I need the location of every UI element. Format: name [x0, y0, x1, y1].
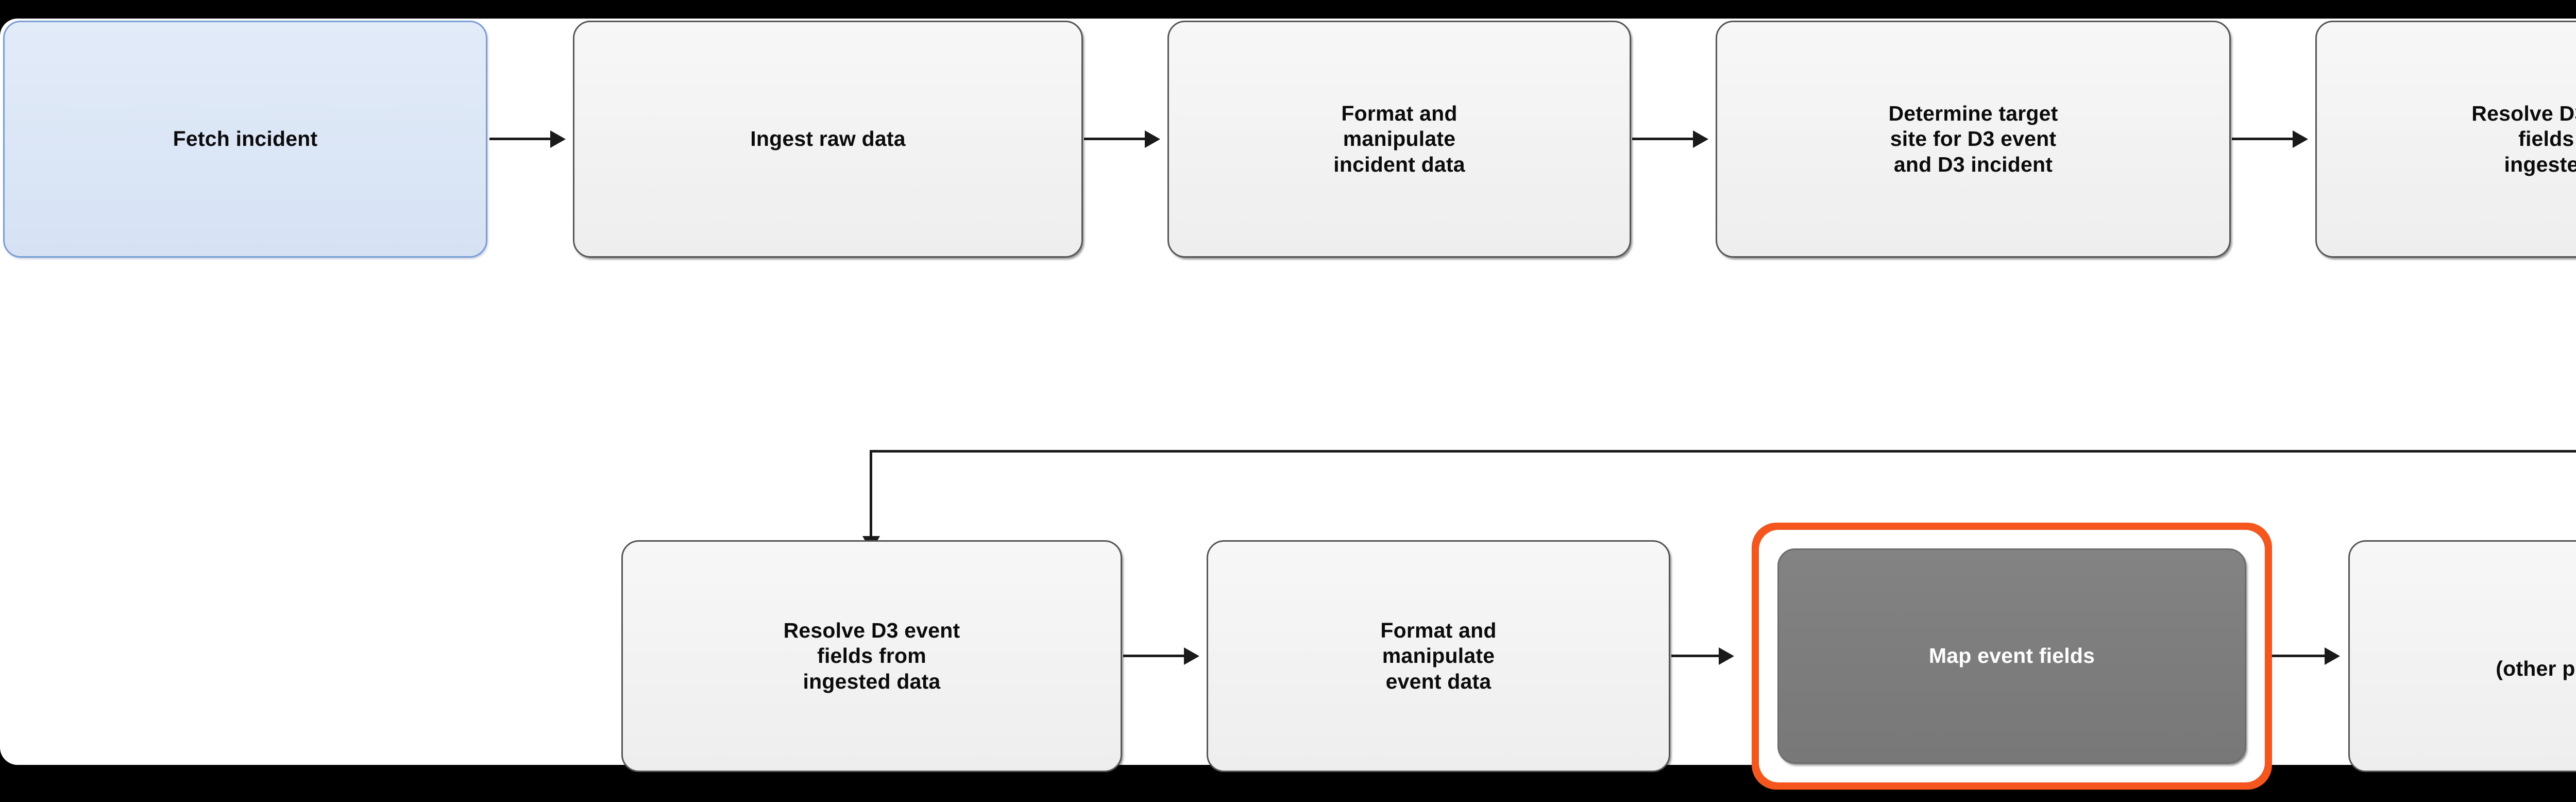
connector-ingest-to-format-incident — [1084, 138, 1146, 140]
node-label: Format and manipulate event data — [1380, 619, 1497, 693]
connector-determine-to-resolve-incident — [2232, 138, 2294, 140]
node-fetch-incident[interactable]: Fetch incident — [3, 21, 487, 258]
node-format-manipulate-event-data[interactable]: Format and manipulate event data — [1207, 540, 1670, 772]
connector-create-incident-left — [870, 450, 2576, 453]
node-ingest-raw-data[interactable]: Ingest raw data — [573, 21, 1083, 258]
arrowhead-resolve-event-to-format-event — [1184, 647, 1199, 665]
node-label: Determine target site for D3 event and D… — [1888, 102, 2058, 176]
arrowhead-format-event-to-map-event — [1719, 647, 1734, 665]
node-label: Format and manipulate incident data — [1333, 102, 1465, 176]
connector-resolve-event-to-format-event — [1123, 655, 1185, 657]
connector-format-incident-to-determine — [1632, 138, 1694, 140]
node-determine-target-site[interactable]: Determine target site for D3 event and D… — [1716, 21, 2231, 258]
node-map-event-fields[interactable]: Map event fields — [1777, 548, 2246, 764]
node-label: Map event fields — [1928, 644, 2095, 668]
node-label: Fetch incident — [173, 127, 318, 151]
connector-fetch-to-ingest — [489, 138, 551, 140]
node-resolve-d3-event-fields[interactable]: Resolve D3 event fields from ingested da… — [621, 540, 1122, 772]
arrowhead-determine-to-resolve-incident — [2293, 130, 2308, 148]
node-format-manipulate-incident-data[interactable]: Format and manipulate incident data — [1167, 21, 1631, 258]
node-label: ... (other processes) — [2496, 657, 2576, 680]
arrowhead-map-event-to-other-processes — [2325, 647, 2340, 665]
node-resolve-d3-incident-fields[interactable]: Resolve D3 incident fields from ingested… — [2315, 21, 2576, 258]
connector-format-event-to-map-event — [1671, 655, 1728, 657]
node-label: Resolve D3 event fields from ingested da… — [783, 619, 960, 693]
connector-down-to-resolve-event — [870, 450, 872, 540]
node-other-processes[interactable]: ... (other processes) — [2348, 540, 2576, 772]
node-label: Resolve D3 incident fields from ingested… — [2471, 102, 2576, 176]
connector-map-event-to-other-processes — [2272, 655, 2329, 657]
node-label: Ingest raw data — [750, 127, 906, 151]
arrowhead-fetch-to-ingest — [550, 130, 566, 148]
arrowhead-ingest-to-format-incident — [1145, 130, 1160, 148]
arrowhead-format-incident-to-determine — [1693, 130, 1708, 148]
